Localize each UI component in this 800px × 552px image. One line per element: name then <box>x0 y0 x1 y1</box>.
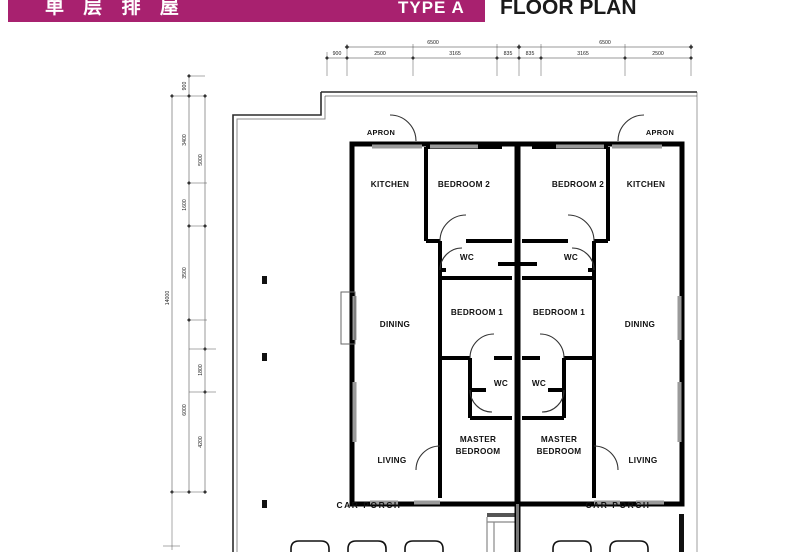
page-title: FLOOR PLAN <box>500 0 637 19</box>
label-master-bedroom-left-2: BEDROOM <box>456 447 501 456</box>
label-master-bedroom-right-1: MASTER <box>541 435 577 444</box>
dim-seg-4: 835 <box>526 51 535 57</box>
label-bedroom2-right: BEDROOM 2 <box>552 180 604 189</box>
dim-overall-vertical: 14000 <box>165 291 171 306</box>
right-unit-walls <box>522 145 610 498</box>
header-chinese-title: 单 层 排 屋 <box>45 0 186 18</box>
label-wc-upper-right: WC <box>564 253 578 262</box>
dim-seg-6: 2500 <box>652 51 664 57</box>
dim-left-outer-2: 1600 <box>182 199 188 211</box>
dim-seg-1: 2500 <box>374 51 386 57</box>
label-master-bedroom-left-1: MASTER <box>460 435 496 444</box>
dim-left-inner-0: 5000 <box>198 154 204 166</box>
dim-seg-2: 3165 <box>449 51 461 57</box>
label-living-right: LIVING <box>628 456 657 465</box>
left-unit-openings <box>340 144 478 505</box>
label-bedroom2-left: BEDROOM 2 <box>438 180 490 189</box>
floor-plan-svg: 6500 6500 900 2500 3165 835 835 3165 250… <box>163 40 698 552</box>
dim-seg-5: 3165 <box>577 51 589 57</box>
dim-seg-0: 900 <box>333 51 342 57</box>
party-wall-stubs <box>498 262 537 266</box>
label-kitchen-left: KITCHEN <box>371 180 410 189</box>
site-boundary-outline <box>232 91 698 552</box>
floor-plan-drawing: 6500 6500 900 2500 3165 835 835 3165 250… <box>0 30 800 552</box>
label-kitchen-right: KITCHEN <box>627 180 666 189</box>
label-apron-left: APRON <box>367 128 395 137</box>
label-apron-right: APRON <box>646 128 674 137</box>
top-dimension-chain: 6500 6500 900 2500 3165 835 835 3165 250… <box>325 40 694 76</box>
label-wc-upper-left: WC <box>460 253 474 262</box>
dim-left-outer-0: 900 <box>182 82 188 91</box>
dim-left-outer-1: 3400 <box>182 134 188 146</box>
dim-overall-left: 6500 <box>427 40 439 46</box>
left-unit-walls <box>424 145 512 498</box>
label-living-left: LIVING <box>377 456 406 465</box>
label-dining-left: DINING <box>380 320 410 329</box>
dim-overall-right: 6500 <box>599 40 611 46</box>
right-unit-openings <box>556 144 682 505</box>
dim-left-inner-1: 1800 <box>198 364 204 376</box>
label-car-porch-right: CAR PORCH <box>585 500 650 510</box>
boundary-posts <box>262 276 267 508</box>
header-magenta-bar <box>8 0 485 22</box>
label-car-porch-left: CAR PORCH <box>336 500 401 510</box>
left-dimension-chains: 14000 900 3400 1600 3500 6000 <box>163 74 216 550</box>
right-unit-doors <box>539 114 645 471</box>
dim-left-outer-3: 3500 <box>182 267 188 279</box>
dim-seg-3: 835 <box>504 51 513 57</box>
dim-left-outer-4: 6000 <box>182 404 188 416</box>
dim-left-inner-2: 4200 <box>198 436 204 448</box>
header-type-label: TYPE A <box>398 0 465 17</box>
car-porch-vehicles <box>290 540 649 552</box>
label-dining-right: DINING <box>625 320 655 329</box>
entry-gate-detail <box>486 504 684 552</box>
page-header: 单 层 排 屋 TYPE A FLOOR PLAN <box>0 0 800 30</box>
label-master-bedroom-right-2: BEDROOM <box>537 447 582 456</box>
label-bedroom1-left: BEDROOM 1 <box>451 308 503 317</box>
label-wc-lower-left: WC <box>494 379 508 388</box>
label-bedroom1-right: BEDROOM 1 <box>533 308 585 317</box>
label-wc-lower-right: WC <box>532 379 546 388</box>
left-unit-doors <box>389 114 495 471</box>
